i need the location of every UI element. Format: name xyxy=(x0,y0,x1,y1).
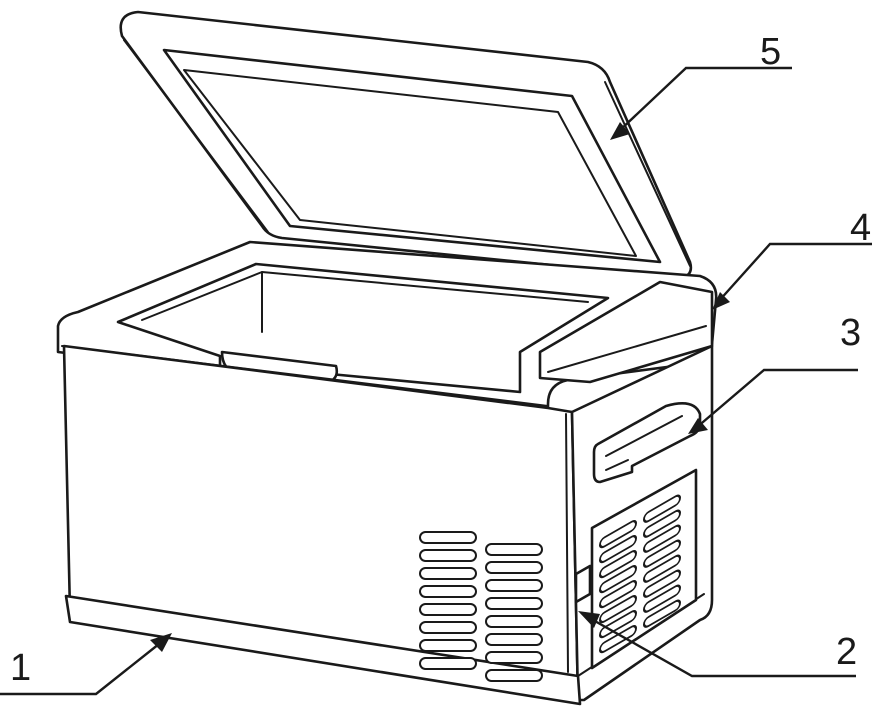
callout-2: 2 xyxy=(578,611,857,678)
callout-5-label: 5 xyxy=(760,31,781,73)
power-socket xyxy=(574,564,592,604)
callout-1: 1 xyxy=(0,633,172,696)
callout-3-label: 3 xyxy=(840,312,861,354)
callout-2-label: 2 xyxy=(836,631,857,673)
callout-4: 4 xyxy=(712,207,872,310)
side-handle xyxy=(592,402,702,484)
callout-5: 5 xyxy=(610,31,792,140)
callout-3: 3 xyxy=(688,312,861,434)
lid xyxy=(119,10,693,280)
side-vent xyxy=(574,468,698,670)
callout-1-label: 1 xyxy=(10,647,31,689)
front-vent xyxy=(419,531,543,682)
callout-4-label: 4 xyxy=(850,207,871,249)
